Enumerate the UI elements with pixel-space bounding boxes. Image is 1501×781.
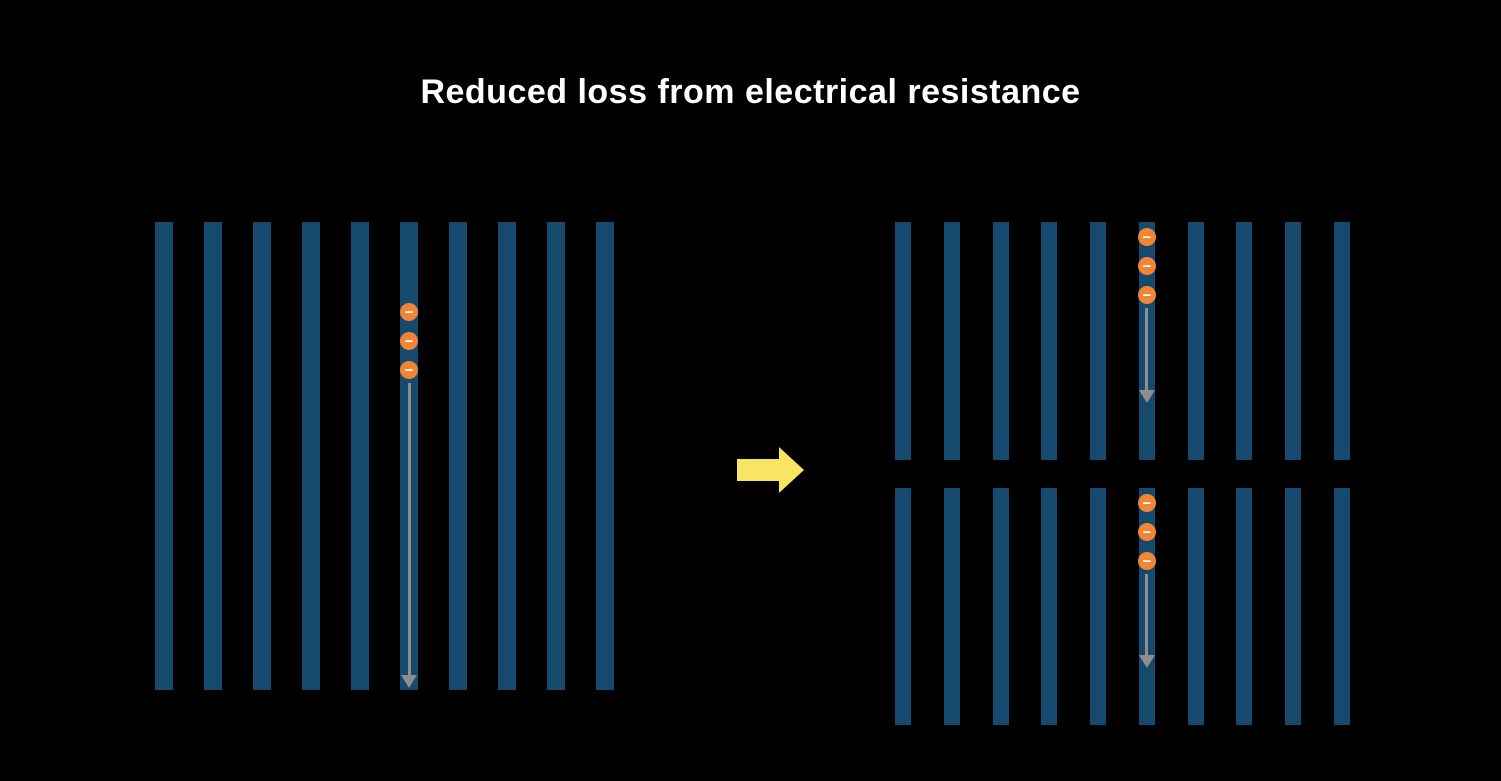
transition-arrow-body [737, 459, 779, 481]
conductor-bar [943, 222, 960, 460]
electron-icon: − [400, 332, 418, 350]
electron-icon: − [400, 303, 418, 321]
current-flow-arrowhead-icon [1138, 655, 1155, 668]
diagram-title: Reduced loss from electrical resistance [420, 73, 1081, 111]
current-flow-arrowhead-icon [1138, 390, 1155, 403]
current-flow-arrow [1145, 308, 1149, 391]
transition-arrow-icon [737, 447, 804, 493]
busbar-panel-after-top: − − − [895, 222, 1350, 460]
conductor-bar [596, 222, 614, 690]
electron-icon: − [1137, 228, 1156, 246]
conductor-bar [895, 488, 911, 725]
conductor-bar [943, 488, 960, 725]
current-flow-arrow [407, 383, 411, 676]
transition-arrow-head [779, 447, 804, 493]
current-flow-arrowhead-icon [401, 675, 417, 688]
electron-icon: − [400, 361, 418, 379]
conductor-bar [1187, 488, 1204, 725]
electron-icon: − [1137, 286, 1156, 304]
busbar-panel-before: − − − [155, 222, 614, 690]
conductor-bar [351, 222, 369, 690]
electron-icon: − [1137, 523, 1156, 541]
conductor-bar [1333, 488, 1350, 725]
conductor-bar [302, 222, 320, 690]
conductor-bar [1333, 222, 1350, 460]
conductor-bar [992, 488, 1009, 725]
electron-icon: − [1137, 494, 1156, 512]
conductor-bar [1236, 488, 1253, 725]
conductor-bar [1041, 488, 1058, 725]
conductor-bar [895, 222, 911, 460]
conductor-bar [1041, 222, 1058, 460]
conductor-bar [1285, 222, 1302, 460]
conductor-bar [1090, 488, 1107, 725]
conductor-bar [992, 222, 1009, 460]
electron-icon: − [1137, 552, 1156, 570]
current-flow-arrow [1145, 574, 1149, 656]
conductor-bar [547, 222, 565, 690]
conductor-bar [1285, 488, 1302, 725]
conductor-bar [1236, 222, 1253, 460]
conductor-bar [1090, 222, 1107, 460]
conductor-bar [1187, 222, 1204, 460]
conductor-bar [204, 222, 222, 690]
electron-icon: − [1137, 257, 1156, 275]
conductor-bar [253, 222, 271, 690]
busbar-panel-after-bottom: − − − [895, 488, 1350, 725]
conductor-bar [498, 222, 516, 690]
conductor-bar [155, 222, 173, 690]
conductor-bar [449, 222, 467, 690]
